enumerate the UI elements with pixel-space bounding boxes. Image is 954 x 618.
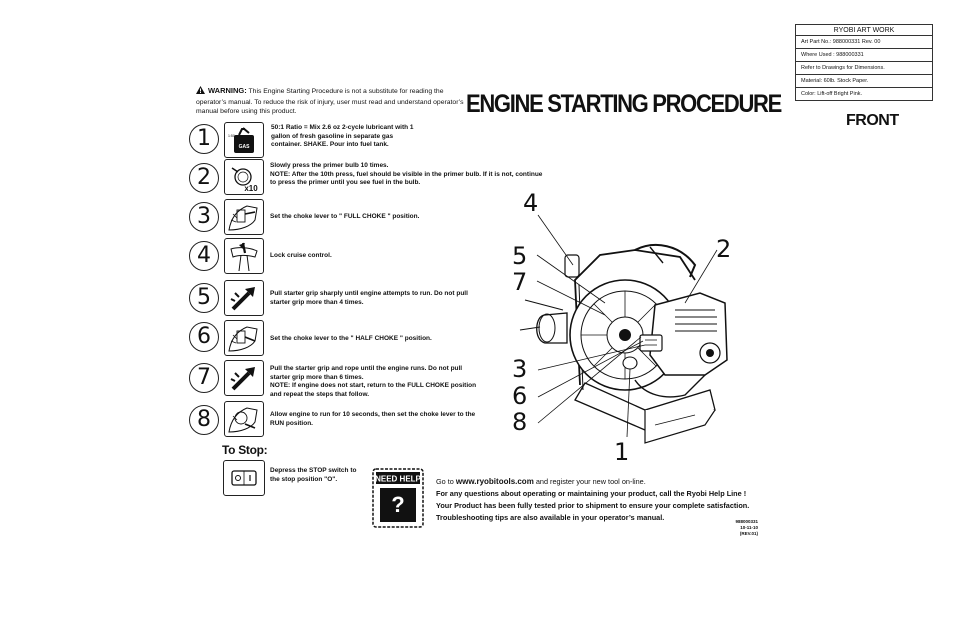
callout-4: 4 (523, 189, 539, 217)
step-number-7: 7 (189, 363, 219, 393)
callout-7: 7 (512, 268, 528, 296)
gas-can-icon: GAS 1:50 (224, 122, 264, 158)
warning-triangle-icon (196, 86, 205, 98)
step-text-3: Set the choke lever to " FULL CHOKE " po… (270, 213, 420, 220)
step-text-4: Lock cruise control. (270, 252, 332, 259)
footer-help-line-post: Help Line ! (706, 489, 747, 498)
to-stop-label: To Stop: (222, 443, 268, 457)
artwork-info-box: RYOBI ART WORK Art Part No.: 988000331 R… (795, 24, 933, 101)
step-text-2: Slowly press the primer bulb 10 times. N… (270, 162, 550, 188)
artwork-color: Color: Lift-off Bright Pink. (801, 91, 863, 97)
step-text-5: Pull starter grip sharply until engine a… (270, 290, 468, 306)
choke-lever-icon (224, 199, 264, 235)
blower-diagram (505, 185, 805, 485)
primer-bulb-icon: x10 (224, 159, 264, 195)
gas-label: GAS (239, 144, 251, 150)
warning-label: WARNING: (208, 86, 247, 95)
step-text-7-line: Pull the starter grip and rope until the… (270, 365, 463, 381)
run-position-icon (224, 401, 264, 437)
starter-pull-icon (224, 280, 264, 316)
svg-text:1:50: 1:50 (228, 134, 235, 138)
starter-pull-icon-2 (224, 360, 264, 396)
step-number-6: 6 (189, 322, 219, 352)
need-help-label: NEED HELP (375, 475, 421, 484)
footer-help-line: For any questions about operating or mai… (436, 489, 746, 498)
artwork-dimensions: Refer to Drawings for Dimensions. (796, 62, 932, 75)
footer-register-text: and register your new tool on-line. (533, 477, 646, 486)
artwork-material: Material: 60lb. Stock Paper. (796, 75, 932, 88)
footer-register-line: Go to www.ryobitools.com and register yo… (436, 477, 646, 486)
step-text-1: 50:1 Ratio = Mix 2.6 oz 2-cycle lubrican… (271, 124, 414, 149)
step-text-7: Pull the starter grip and rope until the… (270, 365, 480, 399)
to-stop-text: Depress the STOP switch to the stop posi… (270, 467, 357, 483)
artwork-part-no: Art Part No.: 988000331 Rev. 00 (796, 36, 932, 49)
part-revision: 10-11-10 (REV.01) (739, 525, 758, 536)
page-title: ENGINE STARTING PROCEDURE (466, 90, 782, 118)
footer-troubleshooting-line: Troubleshooting tips are also available … (436, 513, 665, 522)
ryobi-website-link[interactable]: www.ryobitools.com (455, 477, 534, 486)
artwork-where-used: Where Used : 988000331 (796, 49, 932, 62)
step-number-5: 5 (189, 283, 219, 313)
artwork-header: RYOBI ART WORK (796, 25, 932, 36)
callout-3: 3 (512, 355, 528, 383)
half-choke-icon (224, 320, 264, 356)
step-number-3: 3 (189, 202, 219, 232)
stop-switch-icon (223, 460, 265, 496)
warning-notice: WARNING: This Engine Starting Procedure … (196, 86, 464, 117)
footer-go-to: Go to (436, 477, 456, 486)
blower-illustration (519, 214, 728, 444)
callout-1: 1 (614, 438, 630, 466)
footer-help-text: For any questions about operating or mai… (436, 489, 707, 498)
front-label: FRONT (846, 112, 899, 129)
warning-text: This Engine Starting Procedure is not a … (196, 88, 464, 115)
step-number-2: 2 (189, 163, 219, 193)
svg-text:?: ? (391, 492, 404, 517)
part-number: 988000331 (735, 519, 758, 524)
callout-8: 8 (512, 408, 528, 436)
callout-6: 6 (512, 382, 528, 410)
step-text-8: Allow engine to run for 10 seconds, then… (270, 411, 476, 427)
step-text-2-note: NOTE: After the 10th press, fuel should … (270, 170, 543, 187)
part-number-stamp: 988000331 10-11-10 (REV.01) (724, 519, 758, 537)
callout-2: 2 (716, 235, 732, 263)
step-number-1: 1 (189, 124, 219, 154)
step-number-8: 8 (189, 405, 219, 435)
x10-label: x10 (244, 184, 258, 193)
step-text-2-line: Slowly press the primer bulb 10 times. (270, 162, 389, 169)
step-text-7-note: NOTE: If engine does not start, return t… (270, 382, 477, 398)
cruise-control-icon (224, 238, 264, 274)
callout-5: 5 (512, 242, 528, 270)
step-number-4: 4 (189, 241, 219, 271)
step-text-6: Set the choke lever to the " HALF CHOKE … (270, 335, 432, 342)
footer-tested-line: Your Product has been fully tested prior… (436, 501, 750, 510)
need-help-badge: NEED HELP ? (372, 468, 424, 528)
